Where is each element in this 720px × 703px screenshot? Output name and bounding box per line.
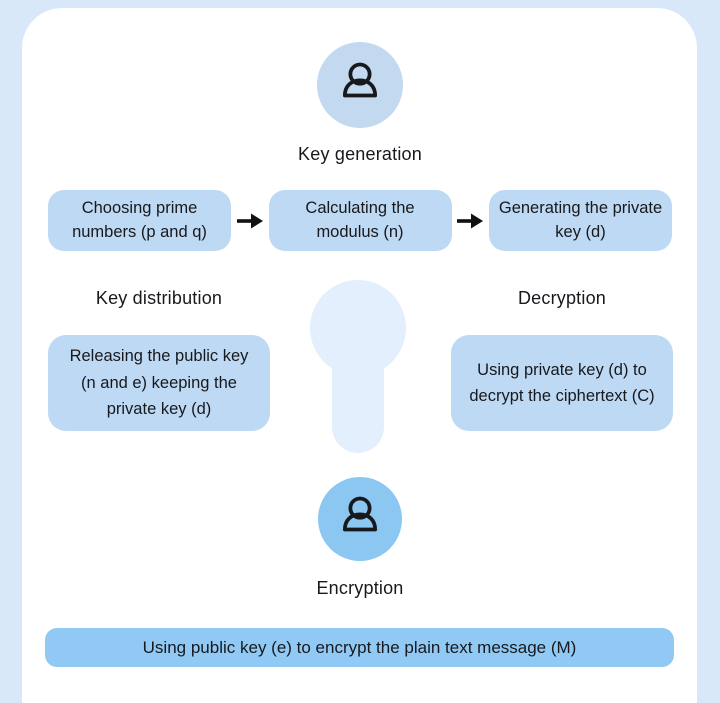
step-calculating-modulus: Calculating the modulus (n) [268,190,452,251]
key-distribution-title: Key distribution [95,288,223,308]
key-generation-steps: Choosing prime numbers (p and q) Calcula… [48,190,672,251]
arrow-right-icon [457,212,484,230]
encryption-title: Encryption [316,578,404,598]
step-generating-private-key: Generating the private key (d) [489,190,672,251]
person-icon [337,494,383,545]
encryption-avatar [318,477,402,561]
step-choosing-primes: Choosing prime numbers (p and q) [48,190,231,251]
key-generation-title: Key generation [298,144,422,164]
key-generation-avatar [317,42,403,128]
person-icon [337,60,383,111]
keyhole-shape-stem [332,335,384,453]
decryption-title: Decryption [517,288,607,308]
decryption-box: Using private key (d) to decrypt the cip… [451,335,673,431]
key-distribution-box: Releasing the public key (n and e) keepi… [48,335,270,431]
encryption-bar: Using public key (e) to encrypt the plai… [45,628,674,667]
arrow-right-icon [236,212,263,230]
